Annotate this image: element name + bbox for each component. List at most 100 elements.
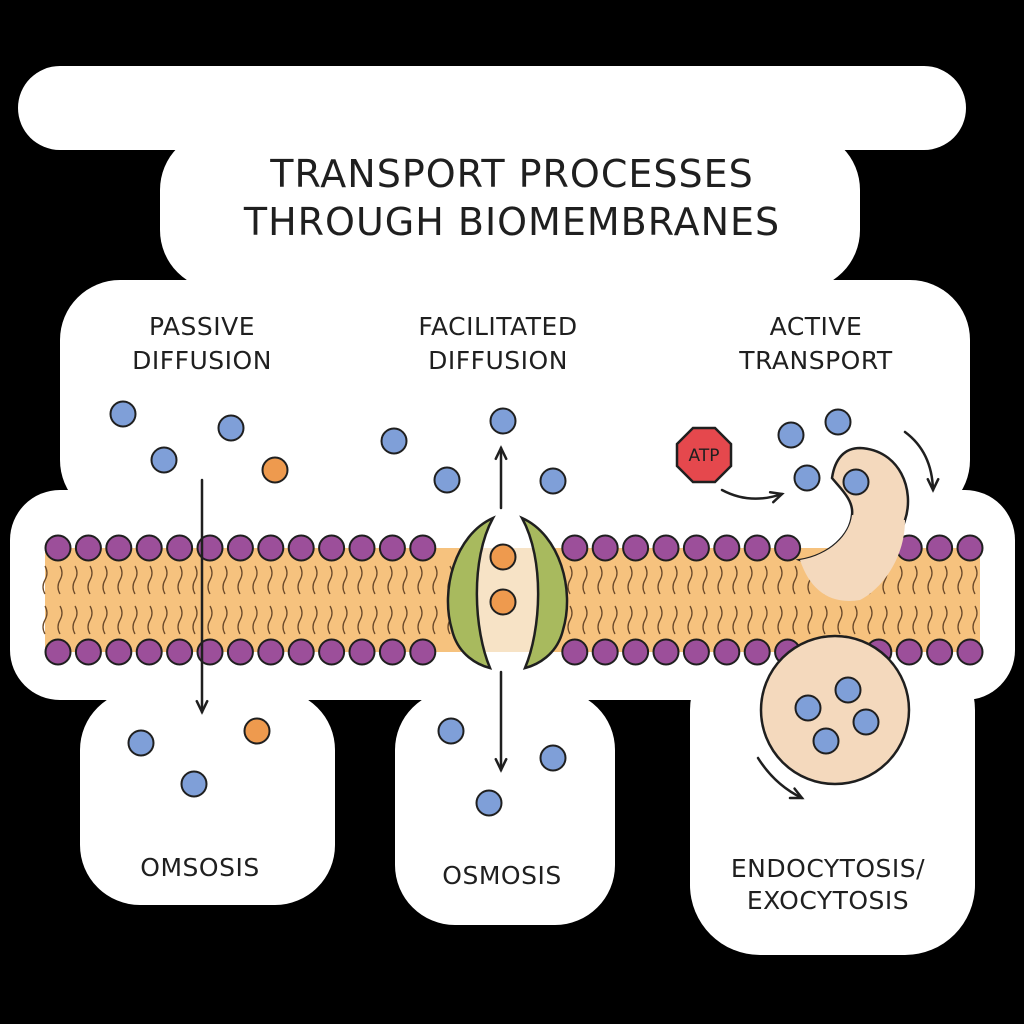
lipid-head — [591, 638, 619, 666]
lipid-tail — [342, 605, 348, 635]
lipid-tail — [687, 605, 693, 635]
lipid-head — [622, 534, 650, 562]
lipid-head — [226, 534, 254, 562]
lipid-tail — [672, 605, 678, 635]
lipid-tail — [927, 565, 933, 595]
atp-arrow-line — [720, 488, 784, 500]
lipid-head — [713, 534, 741, 562]
footer-line-1: ENDOCYTOSIS/ — [730, 854, 926, 883]
lipid-tail — [657, 565, 663, 595]
footer-line-1: OMSOSIS — [140, 853, 260, 882]
lipid-head — [196, 534, 224, 562]
lipid-tail — [687, 565, 693, 595]
lipid-head — [713, 638, 741, 666]
vesicle — [759, 634, 911, 786]
lipid-tail — [702, 605, 708, 635]
lipid-tail — [207, 605, 213, 635]
lipid-tail — [372, 565, 378, 595]
lipid-tail — [87, 605, 93, 635]
lipid-tail — [42, 565, 48, 595]
lipid-tail — [957, 605, 963, 635]
footer-active: ENDOCYTOSIS/ EXOCYTOSIS — [718, 853, 938, 917]
lipid-tail — [792, 565, 798, 595]
transport-arrows — [195, 430, 940, 800]
title-line-2: THROUGH BIOMEMBRANES — [243, 200, 781, 244]
lipid-tail — [762, 605, 768, 635]
lipid-head — [682, 534, 710, 562]
molecule-blue — [852, 708, 880, 736]
lipid-head — [135, 638, 163, 666]
lipid-tail — [432, 605, 438, 635]
lipid-tail — [297, 565, 303, 595]
heading-active-transport: ACTIVE TRANSPORT — [706, 310, 926, 378]
lipid-head — [135, 534, 163, 562]
lipid-tail — [837, 605, 843, 635]
rotation-arrowhead — [926, 477, 940, 493]
lipid-tail — [807, 605, 813, 635]
lipid-head — [926, 638, 954, 666]
lipid-tail — [762, 565, 768, 595]
lipid-head — [956, 638, 984, 666]
lipid-tail — [282, 605, 288, 635]
carrier-protein — [795, 446, 910, 601]
lipid-tail — [342, 565, 348, 595]
lipid-tail — [867, 605, 873, 635]
lipid-head — [348, 638, 376, 666]
lipid-tail — [822, 605, 828, 635]
molecule-orange — [243, 717, 271, 745]
lipid-head — [257, 534, 285, 562]
molecule-orange — [489, 588, 517, 616]
atp-label: ATP — [689, 446, 720, 466]
molecule-blue — [794, 694, 822, 722]
lipid-head — [226, 638, 254, 666]
lipid-tail — [777, 565, 783, 595]
lipid-tail — [237, 605, 243, 635]
atp-arrowhead — [768, 490, 785, 504]
channel-protein-right — [519, 515, 569, 670]
lipid-head — [652, 638, 680, 666]
lipid-head — [561, 534, 589, 562]
channel-protein-left — [446, 515, 496, 670]
molecule-blue — [380, 427, 408, 455]
lipid-head — [895, 638, 923, 666]
lipid-tail — [102, 565, 108, 595]
lipid-head — [956, 534, 984, 562]
lipid-tail — [717, 605, 723, 635]
heading-line-1: FACILITATED — [418, 312, 578, 341]
lipid-tail — [402, 605, 408, 635]
lipid-tail — [222, 565, 228, 595]
lipid-head — [743, 638, 771, 666]
lipid-tail — [582, 605, 588, 635]
lipid-tail — [387, 605, 393, 635]
lipid-tail — [732, 565, 738, 595]
lipid-tail — [612, 605, 618, 635]
channel-up-arrowhead — [494, 445, 508, 461]
molecules — [109, 400, 880, 817]
lipid-head — [105, 534, 133, 562]
endocytosis-arrow-line — [756, 756, 804, 800]
lipid-tail — [312, 565, 318, 595]
molecule-blue — [834, 676, 862, 704]
lipid-tail — [357, 565, 363, 595]
molecule-blue — [539, 467, 567, 495]
lipid-head — [74, 638, 102, 666]
lipid-tail — [972, 565, 978, 595]
lipid-tail — [192, 605, 198, 635]
lipid-tail — [897, 565, 903, 595]
molecule-blue — [150, 446, 178, 474]
lipid-tail — [777, 605, 783, 635]
lipid-head — [926, 534, 954, 562]
lipid-head — [652, 534, 680, 562]
lipid-head — [348, 534, 376, 562]
lipid-tail — [282, 565, 288, 595]
lipid-tail — [222, 605, 228, 635]
lipid-tail — [87, 565, 93, 595]
lipid-tail — [192, 565, 198, 595]
diffusion-arrowhead — [195, 699, 209, 715]
lipid-tail — [57, 565, 63, 595]
lipid-tail — [912, 605, 918, 635]
lipid-tail — [117, 605, 123, 635]
molecule-blue — [109, 400, 137, 428]
endocytosis-arrowhead — [788, 787, 805, 800]
